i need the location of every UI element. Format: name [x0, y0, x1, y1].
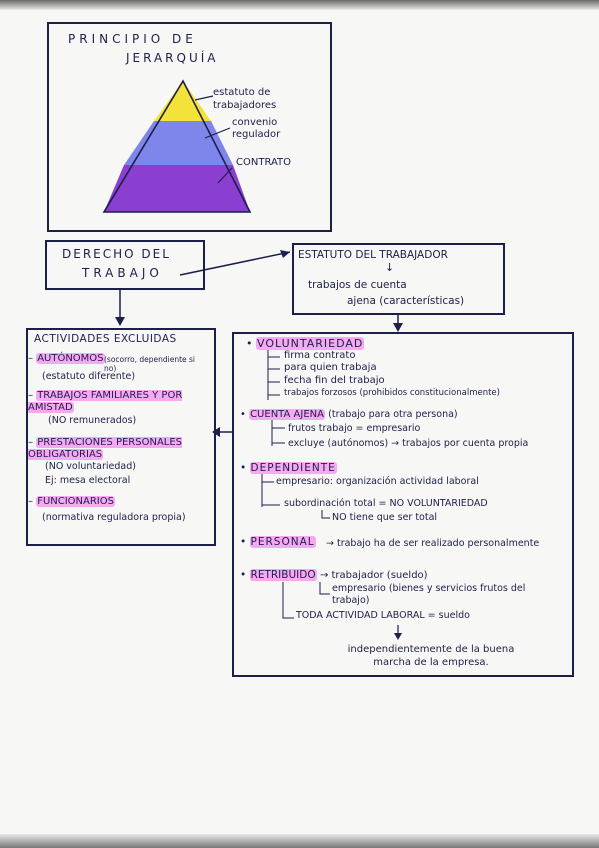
- dependiente-heading: DEPENDIENTE: [249, 462, 337, 474]
- estatuto-line1: trabajos de cuenta: [308, 279, 407, 291]
- personal-heading: PERSONAL: [249, 536, 316, 548]
- voluntariedad-item-3: fecha fin del trabajo: [284, 375, 385, 386]
- page-top-edge: [0, 0, 599, 10]
- dependiente-item-2: subordinación total = NO VOLUNTARIEDAD: [284, 498, 488, 509]
- actividades-title: ACTIVIDADES EXCLUIDAS: [34, 333, 177, 345]
- estatuto-title: ESTATUTO DEL TRABAJADOR: [298, 249, 448, 261]
- prestaciones-heading: PRESTACIONES PERSONALES OBLIGATORIAS: [28, 437, 183, 460]
- pyramid-box: [47, 22, 332, 232]
- pyramid-title-line1: PRINCIPIO DE: [68, 32, 197, 46]
- dependiente-item-3: NO tiene que ser total: [332, 512, 438, 523]
- estatuto-box: [292, 243, 505, 315]
- familiares-heading: TRABAJOS FAMILIARES Y POR AMISTAD: [28, 390, 183, 413]
- personal-desc: → trabajo ha de ser realizado personalme…: [326, 538, 540, 549]
- retribuido-item-4: independientemente de la buena marcha de…: [347, 644, 515, 668]
- excluida-familiares: – TRABAJOS FAMILIARES Y POR AMISTAD: [28, 390, 183, 413]
- voluntariedad-heading: VOLUNTARIEDAD: [256, 337, 365, 350]
- funcionarios-heading: FUNCIONARIOS: [36, 496, 115, 507]
- retribuido-item-1: → trabajador (sueldo): [319, 570, 428, 581]
- cuenta-ajena-item-1: frutos trabajo = empresario: [288, 423, 421, 434]
- personal-row: • PERSONAL: [240, 536, 316, 548]
- page-bottom-edge: [0, 834, 599, 848]
- pyramid-label-convenio: convenio regulador: [232, 117, 281, 140]
- autonomos-note: (socorro, dependiente si no): [104, 355, 196, 373]
- cuenta-ajena-heading: CUENTA AJENA: [249, 409, 325, 420]
- dependiente-row: • DEPENDIENTE: [240, 462, 337, 474]
- retribuido-item-3: TODA ACTIVIDAD LABORAL = sueldo: [296, 610, 470, 621]
- retribuido-heading: RETRIBUIDO: [249, 569, 317, 581]
- arrowhead-estatuto: [280, 250, 290, 258]
- prestaciones-detail: (NO voluntariedad): [45, 461, 136, 472]
- derecho-line2: TRABAJO: [82, 266, 163, 280]
- voluntariedad-item-1: firma contrato: [284, 350, 356, 361]
- excluida-prestaciones: – PRESTACIONES PERSONALES OBLIGATORIAS: [28, 437, 183, 460]
- pyramid-title-line2: JERARQUÍA: [126, 51, 219, 65]
- familiares-detail: (NO remunerados): [48, 415, 137, 426]
- estatuto-line2: ajena (características): [347, 295, 465, 307]
- arrowhead-actividades: [115, 317, 125, 326]
- funcionarios-detail: (normativa reguladora propia): [42, 512, 186, 523]
- estatuto-down-arrow: ↓: [385, 261, 395, 274]
- dependiente-item-1: empresario: organización actividad labor…: [276, 476, 479, 487]
- voluntariedad-item-4: trabajos forzosos (prohibidos constituci…: [284, 388, 500, 398]
- arrowhead-caracteristicas: [393, 323, 403, 332]
- cuenta-ajena-item-2: excluye (autónomos) → trabajos por cuent…: [288, 438, 529, 449]
- excluida-autonomos: – AUTÓNOMOS: [28, 353, 105, 364]
- autonomos-detail: (estatuto diferente): [42, 371, 136, 382]
- retribuido-row: • RETRIBUIDO → trabajador (sueldo): [240, 569, 428, 581]
- actividades-box: [26, 328, 216, 546]
- cuenta-ajena-row: • CUENTA AJENA (trabajo para otra person…: [240, 409, 458, 420]
- voluntariedad-item-2: para quien trabaja: [284, 362, 377, 373]
- prestaciones-extra: Ej: mesa electoral: [45, 475, 131, 486]
- cuenta-ajena-desc: (trabajo para otra persona): [328, 409, 458, 420]
- autonomos-heading: AUTÓNOMOS: [36, 353, 105, 364]
- retribuido-item-2: empresario (bienes y servicios frutos de…: [332, 583, 526, 606]
- caracteristicas-box: [232, 332, 574, 677]
- derecho-box: [45, 240, 205, 290]
- excluida-funcionarios: – FUNCIONARIOS: [28, 496, 115, 507]
- voluntariedad-row: • VOLUNTARIEDAD: [246, 337, 365, 350]
- pyramid-label-estatuto: estatuto de trabajadores: [213, 87, 277, 111]
- pyramid-label-contrato: CONTRATO: [236, 157, 292, 168]
- derecho-line1: DERECHO DEL: [62, 247, 171, 261]
